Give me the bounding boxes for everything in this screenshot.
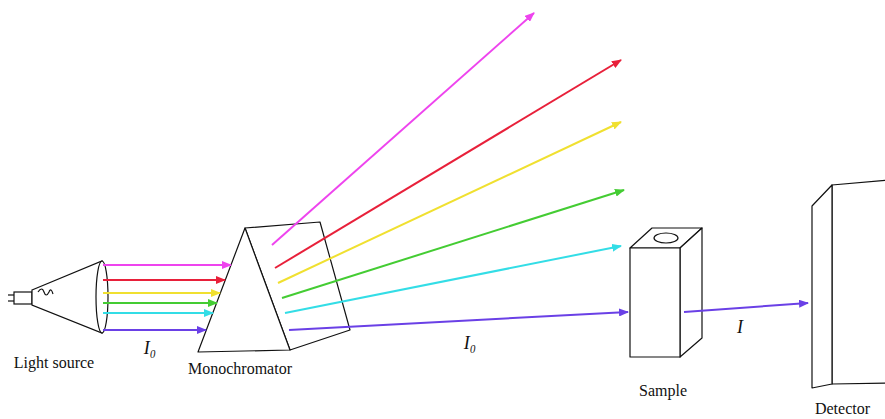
- monochromator: Monochromator: [170, 215, 310, 378]
- dispersed-ray: [272, 13, 624, 313]
- sample-cuvette: Sample: [618, 222, 708, 400]
- part-label: Light source: [14, 354, 94, 372]
- light-beam: [103, 292, 220, 294]
- detector-plate: [812, 180, 885, 388]
- intensity-symbol: I: [737, 317, 743, 337]
- light-source: Light source: [4, 255, 104, 372]
- light-beam: [103, 329, 206, 331]
- light-beam: [103, 279, 225, 281]
- intensity-symbol: I₀: [464, 333, 476, 353]
- intensity-symbol: I₀: [144, 338, 156, 358]
- light-beam: [103, 312, 213, 314]
- cuvette: [630, 228, 702, 357]
- prism: [198, 222, 350, 352]
- part-label: Detector: [815, 400, 870, 418]
- light-beam: [289, 312, 628, 330]
- light-beam: [103, 264, 231, 266]
- detector: Detector: [800, 178, 885, 418]
- part-label: Sample: [639, 382, 687, 400]
- light-beam: [103, 302, 217, 304]
- part-label: Monochromator: [188, 360, 292, 378]
- lamp-symbol: [8, 261, 108, 333]
- light-beam: [684, 303, 808, 312]
